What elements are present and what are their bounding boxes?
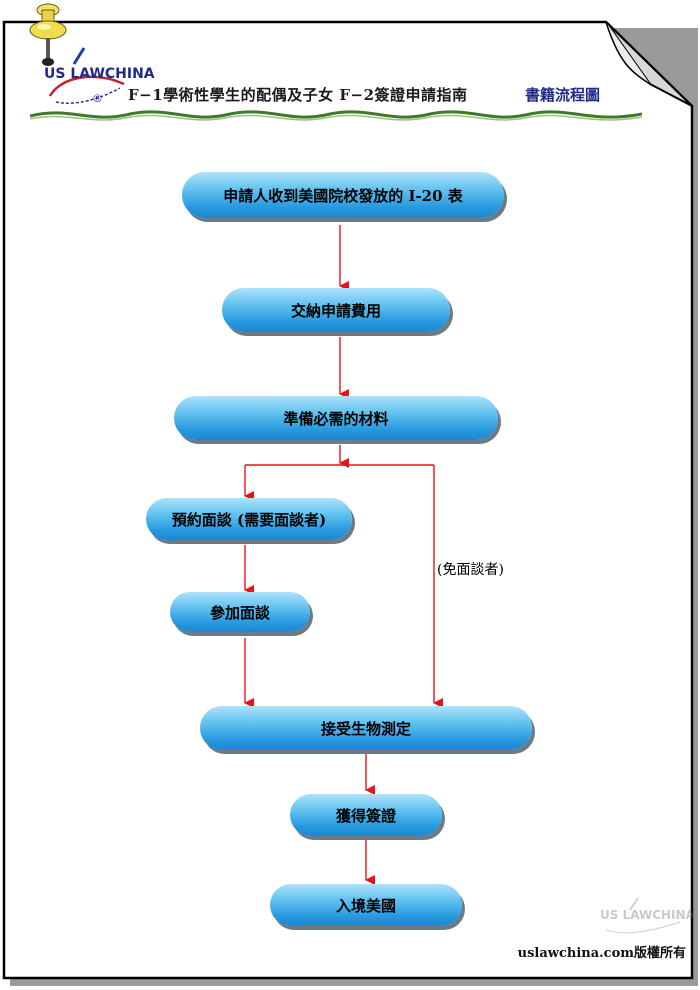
header-divider bbox=[30, 110, 642, 121]
registered-mark: ® bbox=[92, 92, 103, 105]
step-attend-interview: 參加面談 bbox=[170, 592, 310, 632]
step-schedule-interview: 預約面談 (需要面談者) bbox=[146, 498, 352, 540]
watermark-logo: US LAWCHINA bbox=[600, 896, 695, 936]
page-title: F−1學術性學生的配偶及子女 F−2簽證申請指南 bbox=[128, 86, 468, 104]
step-pay-fee: 交納申請費用 bbox=[222, 288, 450, 332]
page-subtitle: 書籍流程圖 bbox=[525, 86, 601, 104]
copyright-notice: uslawchina.com版權所有 bbox=[517, 946, 686, 961]
logo-text: US LAWCHINA bbox=[44, 66, 155, 82]
step-receive-i20: 申請人收到美國院校發放的 I-20 表 bbox=[182, 172, 504, 218]
watermark-text: US LAWCHINA bbox=[600, 908, 695, 922]
no-interview-label: (免面談者) bbox=[437, 562, 504, 578]
step-biometrics: 接受生物測定 bbox=[200, 706, 532, 750]
logo: US LAWCHINA ® bbox=[40, 44, 155, 114]
step-prepare-materials: 準備必需的材料 bbox=[174, 396, 498, 440]
step-enter-us: 入境美國 bbox=[270, 884, 462, 926]
pushpin-icon bbox=[29, 3, 67, 66]
step-obtain-visa: 獲得簽證 bbox=[290, 794, 442, 836]
